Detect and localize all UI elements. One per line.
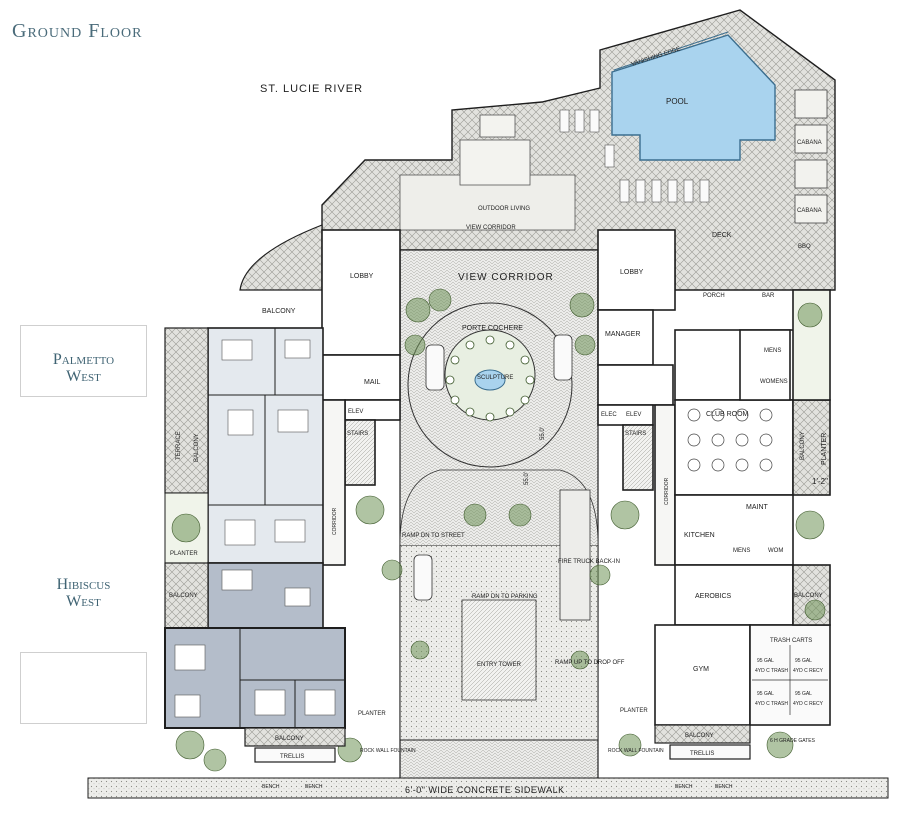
label-elev-east: ELEV bbox=[626, 412, 641, 418]
label-entry-tower: ENTRY TOWER bbox=[477, 662, 522, 668]
label-bin-1: 95 GAL bbox=[757, 658, 774, 664]
label-mens: MENS bbox=[733, 548, 750, 554]
label-porte-cochere: PORTE COCHERE bbox=[462, 325, 523, 332]
label-trash-carts: TRASH CARTS bbox=[770, 638, 812, 644]
label-bench-2: BENCH bbox=[305, 784, 323, 790]
label-porch: PORCH bbox=[703, 293, 725, 299]
label-elev-west: ELEV bbox=[348, 409, 363, 415]
legend-palmetto-west: Palmetto West bbox=[20, 325, 147, 397]
label-gates: 6 H GRADE GATES bbox=[770, 738, 816, 744]
label-fire-truck: FIRE TRUCK BACK-IN bbox=[558, 559, 620, 565]
club-room-wing bbox=[654, 289, 831, 726]
label-pool: POOL bbox=[666, 97, 689, 106]
label-lobby-east: LOBBY bbox=[620, 269, 644, 276]
label-setback-2: 55.0' bbox=[540, 427, 546, 440]
label-bin-8: 4YD C RECY bbox=[793, 701, 824, 707]
sidewalk bbox=[87, 777, 889, 799]
label-corridor-east: CORRIDOR bbox=[664, 477, 670, 505]
label-ramp-up: RAMP UP TO DROP OFF bbox=[555, 660, 625, 666]
label-view-corridor-top: VIEW CORRIDOR bbox=[466, 225, 516, 231]
label-gym: GYM bbox=[693, 666, 709, 673]
label-womens: WOMENS bbox=[760, 379, 788, 385]
label-trellis-w: TRELLIS bbox=[280, 754, 304, 760]
label-balcony-bottom-e: BALCONY bbox=[685, 733, 714, 739]
label-dim-east: 1'-2" bbox=[812, 477, 828, 486]
label-ramp-parking: RAMP DN TO PARKING bbox=[472, 594, 538, 600]
label-bench-4: BENCH bbox=[715, 784, 733, 790]
label-cabana-1: CABANA bbox=[797, 140, 822, 146]
legend-palmetto-line-2: West bbox=[66, 368, 101, 385]
label-bin-7: 4YD C TRASH bbox=[755, 701, 788, 707]
label-bin-6: 95 GAL bbox=[795, 691, 812, 697]
label-rock-wall-e: ROCK WALL FOUNTAIN bbox=[608, 748, 664, 754]
label-maint: MAINT bbox=[746, 504, 769, 511]
legend-hibiscus-line-2: West bbox=[66, 593, 101, 610]
west-core bbox=[321, 229, 401, 566]
label-corridor-west: CORRIDOR bbox=[332, 507, 338, 535]
sculpture-garden-shrubs bbox=[445, 335, 535, 422]
label-planter-east: PLANTER bbox=[821, 433, 828, 465]
label-bin-4: 4YD C RECY bbox=[793, 668, 824, 674]
trash-enclosure bbox=[752, 645, 828, 715]
label-ramp-dn: RAMP DN TO STREET bbox=[402, 533, 465, 539]
label-deck: DECK bbox=[712, 232, 732, 239]
label-planter-west: PLANTER bbox=[170, 551, 198, 557]
label-bar: BAR bbox=[762, 293, 775, 299]
label-bench-1: BENCH bbox=[262, 784, 280, 790]
label-planter-se: PLANTER bbox=[620, 708, 648, 714]
river-label: ST. LUCIE RIVER bbox=[260, 83, 363, 95]
label-sidewalk: 6'-0" WIDE CONCRETE SIDEWALK bbox=[405, 785, 565, 795]
label-bin-2: 95 GAL bbox=[795, 658, 812, 664]
bottom-balconies bbox=[244, 724, 751, 763]
label-cabana-2: CABANA bbox=[797, 208, 822, 214]
label-mail: MAIL bbox=[364, 379, 380, 386]
label-bbq: BBQ bbox=[798, 244, 811, 250]
legend-empty-box bbox=[20, 652, 147, 724]
label-wom: WOM bbox=[768, 548, 783, 554]
pool bbox=[611, 31, 776, 161]
lounge-chairs bbox=[559, 109, 710, 203]
porte-cochere bbox=[407, 302, 573, 468]
cars bbox=[413, 334, 573, 601]
label-setback-1: 55.0' bbox=[524, 472, 530, 485]
legend-hibiscus-line-1: Hibiscus bbox=[56, 576, 111, 593]
label-stairs-east: STAIRS bbox=[625, 431, 646, 437]
club-room-tables bbox=[687, 408, 773, 472]
label-planter-sw: PLANTER bbox=[358, 711, 386, 717]
label-balcony-hibiscus: BALCONY bbox=[169, 593, 198, 599]
label-view-corridor: VIEW CORRIDOR bbox=[458, 272, 554, 283]
label-balcony-top: BALCONY bbox=[262, 308, 296, 315]
label-aerobics: AEROBICS bbox=[695, 593, 732, 600]
label-bin-3: 4YD C TRASH bbox=[755, 668, 788, 674]
label-balcony-se: BALCONY bbox=[794, 593, 823, 599]
cabanas bbox=[794, 89, 828, 224]
label-kitchen: KITCHEN bbox=[684, 532, 715, 539]
label-trellis-e: TRELLIS bbox=[690, 751, 714, 757]
legend-palmetto-line-1: Palmetto bbox=[52, 351, 115, 368]
label-club-room: CLUB ROOM bbox=[706, 411, 749, 418]
page-title: Ground Floor bbox=[12, 20, 143, 42]
label-elec-east: ELEC bbox=[601, 412, 617, 418]
foliage bbox=[171, 288, 826, 772]
east-core bbox=[597, 229, 676, 566]
label-balcony-east: BALCONY bbox=[800, 431, 806, 460]
label-stairs-west: STAIRS bbox=[347, 431, 368, 437]
label-bench-3: BENCH bbox=[675, 784, 693, 790]
label-lobby-west: LOBBY bbox=[350, 273, 374, 280]
label-balcony-west: BALCONY bbox=[194, 433, 200, 462]
outdoor-living-area bbox=[399, 114, 576, 231]
label-rock-wall-w: ROCK WALL FOUNTAIN bbox=[360, 748, 416, 754]
label-outdoor-living: OUTDOOR LIVING bbox=[478, 206, 530, 212]
label-bin-5: 95 GAL bbox=[757, 691, 774, 697]
label-sculpture: SCULPTURE bbox=[477, 375, 513, 381]
plan-labels: ST. LUCIE RIVER VANISHING EDGE POOL CABA… bbox=[169, 46, 828, 795]
label-terrace: TERRACE bbox=[176, 431, 182, 460]
label-mens-top: MENS bbox=[764, 348, 781, 354]
label-manager: MANAGER bbox=[605, 331, 640, 338]
unit-furniture bbox=[174, 339, 336, 718]
label-balcony-bottom-w: BALCONY bbox=[275, 736, 304, 742]
legend-hibiscus-west: Hibiscus West bbox=[20, 565, 147, 612]
